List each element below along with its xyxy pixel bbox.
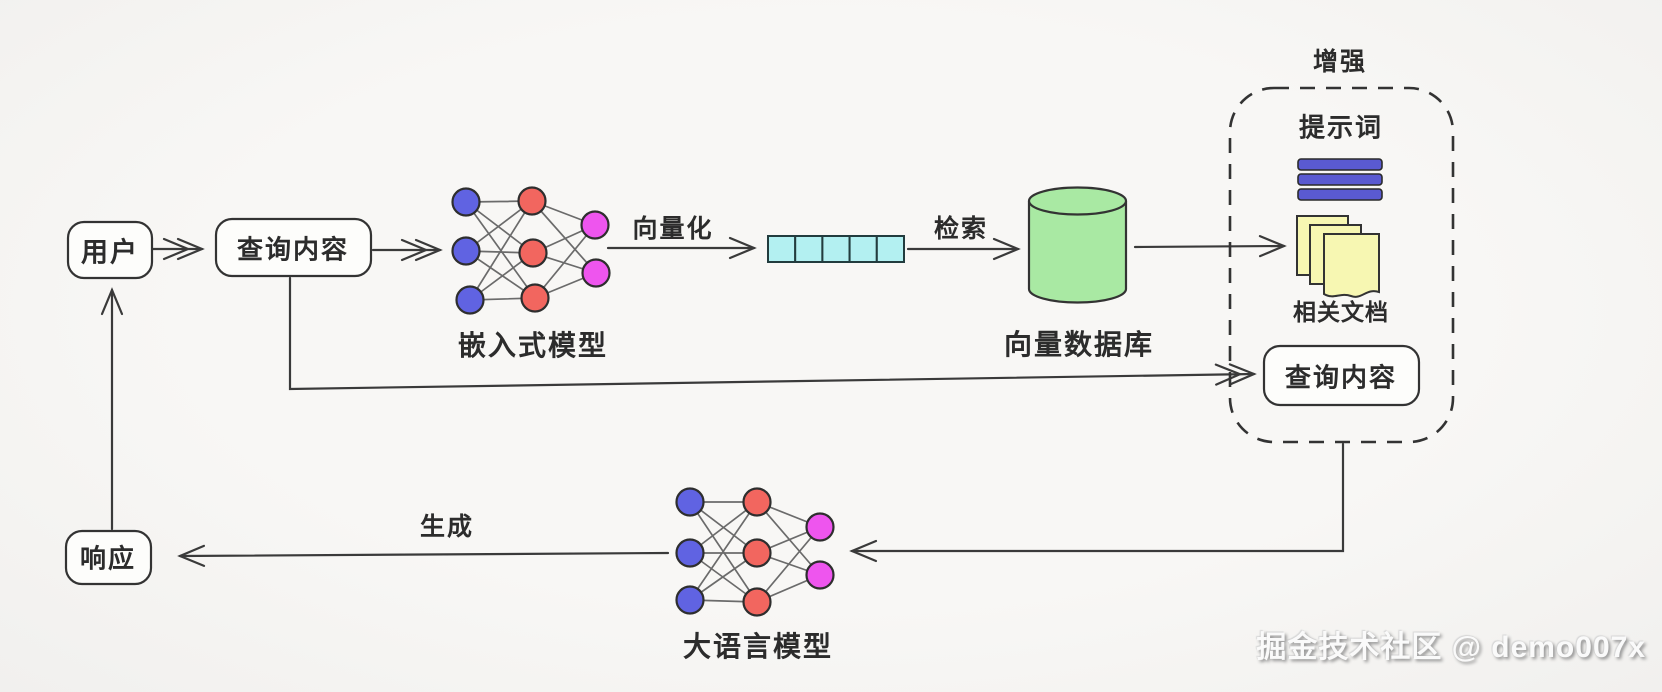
related-docs-label: 相关文档 (1293, 299, 1389, 325)
vector-database-label: 向量数据库 (1003, 329, 1155, 360)
hidden-node (520, 283, 550, 313)
vectorize-arrow-label: 向量化 (632, 215, 714, 243)
arrow-db-to-docs (1133, 235, 1287, 258)
generate-arrow-label: 生成 (419, 513, 475, 541)
hidden-node (742, 587, 772, 617)
arrow-query-to-query2 (288, 276, 1257, 391)
response-box (64, 529, 153, 586)
augment-dashed-box (1228, 86, 1455, 444)
input-node (451, 187, 481, 217)
output-node (581, 258, 611, 288)
retrieve-arrow-label: 检索 (933, 215, 989, 243)
vector-cells-icon (767, 235, 905, 263)
query-content-box-left (214, 217, 373, 278)
response-box-label: 响应 (79, 543, 137, 574)
hidden-node (742, 487, 772, 517)
input-node (451, 236, 481, 266)
input-node (675, 538, 705, 568)
watermark: 掘金技术社区 @ demo007x (1256, 631, 1646, 664)
hidden-node (517, 186, 547, 216)
embedding-model-label: 嵌入式模型 (457, 330, 609, 361)
network-edges (465, 200, 597, 301)
user-box (66, 220, 154, 280)
prompt-label: 提示词 (1298, 112, 1384, 143)
query-content-box-right (1262, 344, 1421, 407)
document-stack-icon (1296, 215, 1380, 298)
input-node (675, 585, 705, 615)
query-content-left-label: 查询内容 (236, 234, 350, 265)
query-content-right-label: 查询内容 (1284, 362, 1398, 393)
embedding-network-icon (451, 186, 611, 315)
llm-network-icon (675, 487, 835, 617)
input-node (455, 285, 485, 315)
output-node (580, 210, 610, 240)
arrow-augment-to-llm (849, 442, 1345, 563)
hidden-node (742, 538, 772, 568)
network-edges (689, 501, 821, 603)
arrow-generate (177, 544, 670, 567)
hidden-node (518, 238, 548, 268)
output-node (805, 560, 835, 590)
augment-label: 增强 (1312, 48, 1368, 76)
user-box-label: 用户 (81, 237, 139, 268)
llm-label: 大语言模型 (682, 631, 834, 662)
database-cylinder-icon (1027, 186, 1128, 304)
input-node (675, 487, 705, 517)
output-node (805, 512, 835, 542)
prompt-lines-icon (1297, 158, 1383, 201)
